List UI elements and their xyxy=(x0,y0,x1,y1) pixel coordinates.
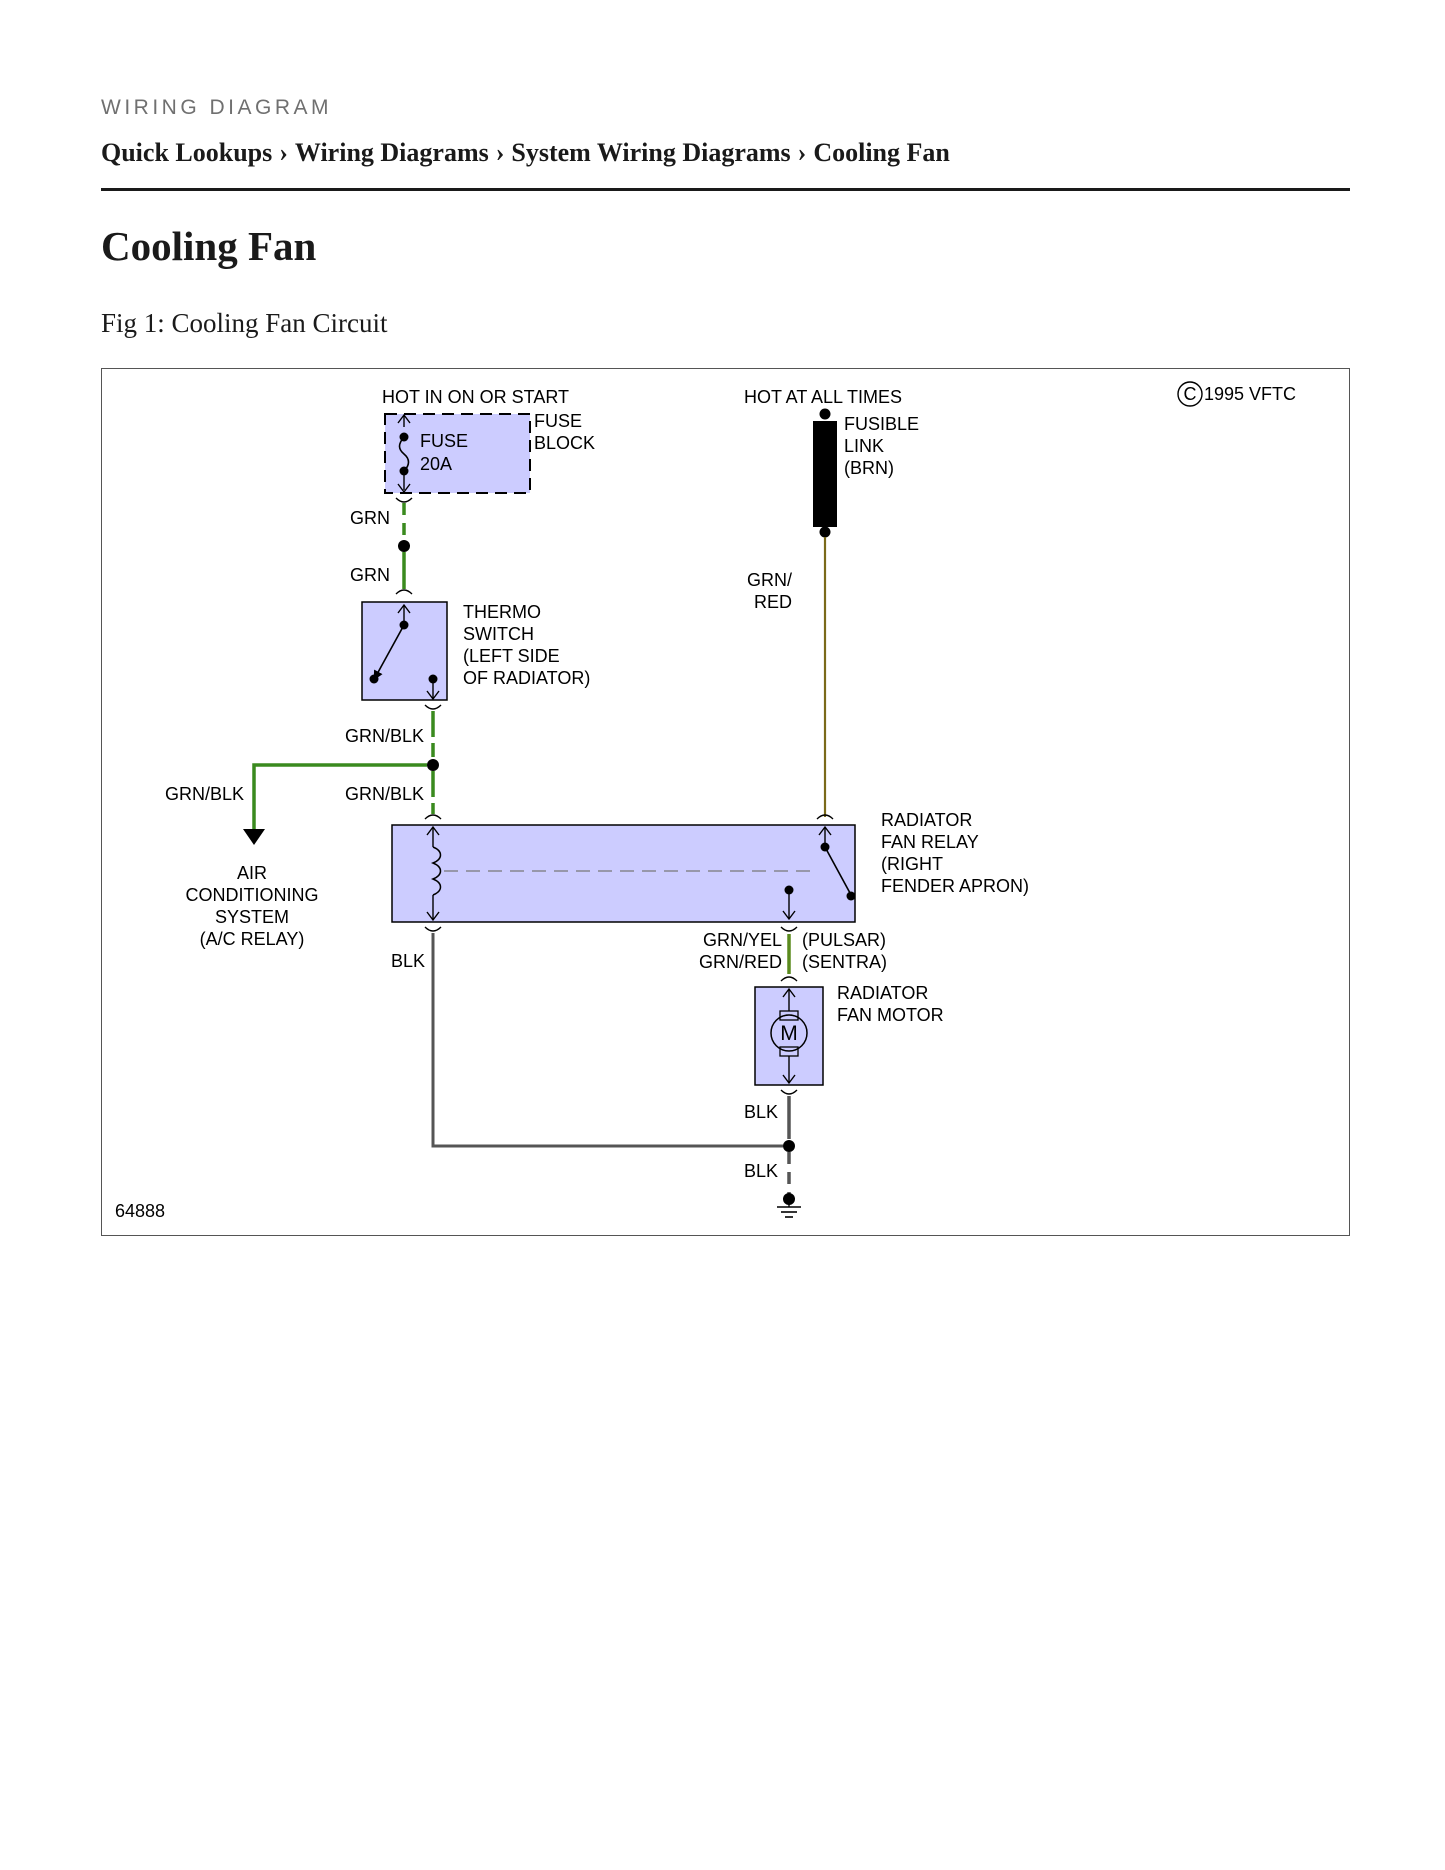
figure-number: 64888 xyxy=(115,1201,165,1221)
wire-grn-blk-ac xyxy=(252,763,427,829)
ac-label-2: CONDITIONING xyxy=(186,885,319,905)
copyright-symbol: C xyxy=(1184,384,1197,404)
motor-label-1: RADIATOR xyxy=(837,983,928,1003)
fuse-block-label-2: BLOCK xyxy=(534,433,595,453)
breadcrumb-current-page: Cooling Fan xyxy=(813,138,950,167)
wire-label-grn-mid: GRN xyxy=(350,565,390,585)
fuse-rating: 20A xyxy=(420,454,452,474)
wire-label-grn-yel: GRN/YEL xyxy=(703,930,782,950)
header-divider xyxy=(101,188,1350,191)
thermo-switch-contact-icon xyxy=(373,624,405,681)
relay-label-4: FENDER APRON) xyxy=(881,876,1029,896)
thermo-switch xyxy=(361,601,448,701)
breadcrumb-separator: › xyxy=(279,138,288,167)
fuse-label: FUSE xyxy=(420,431,468,451)
thermo-switch-label-2: SWITCH xyxy=(463,624,534,644)
wire-label-grn-blk-ac: GRN/BLK xyxy=(165,784,244,804)
breadcrumb-wiring-diagrams[interactable]: Wiring Diagrams xyxy=(294,138,489,167)
relay-label-1: RADIATOR xyxy=(881,810,972,830)
ign-power-label: HOT IN ON OR START xyxy=(382,387,569,407)
fusible-link-icon xyxy=(813,421,837,527)
breadcrumb-system-wiring-diagrams[interactable]: System Wiring Diagrams xyxy=(511,138,791,167)
relay-label-2: FAN RELAY xyxy=(881,832,979,852)
radiator-fan-motor: M xyxy=(754,986,824,1086)
section-eyebrow: WIRING DIAGRAM xyxy=(101,96,332,119)
thermo-switch-label-3: (LEFT SIDE xyxy=(463,646,560,666)
fusible-link-label-3: (BRN) xyxy=(844,458,894,478)
fuse-block-label-1: FUSE xyxy=(534,411,582,431)
splice-blk xyxy=(783,1140,795,1152)
fuse-block xyxy=(384,413,531,503)
ac-arrow-icon xyxy=(243,829,265,845)
ac-label-1: AIR xyxy=(237,863,267,883)
breadcrumb: Quick Lookups›Wiring Diagrams›System Wir… xyxy=(101,138,950,168)
wire-label-blk-left: BLK xyxy=(391,951,425,971)
wire-label-grn-top: GRN xyxy=(350,508,390,528)
wire-label-grn-blk-switch: GRN/BLK xyxy=(345,726,424,746)
splice-grn-blk xyxy=(427,759,439,771)
relay-label-3: (RIGHT xyxy=(881,854,943,874)
relay-contact-icon xyxy=(824,846,851,894)
breadcrumb-separator: › xyxy=(495,138,505,167)
wire-label-grn-red-motor: GRN/RED xyxy=(699,952,782,972)
fusible-link-label-1: FUSIBLE xyxy=(844,414,919,434)
wire-label-grn-blk-relay: GRN/BLK xyxy=(345,784,424,804)
copyright-text: 1995 VFTC xyxy=(1204,384,1296,404)
wire-label-grn-red-2: RED xyxy=(754,592,792,612)
page-title: Cooling Fan xyxy=(101,223,317,269)
ac-label-3: SYSTEM xyxy=(215,907,289,927)
wiring-diagram-svg: C 1995 VFTC HOT IN ON OR START HOT AT AL… xyxy=(115,381,1296,1221)
fuse-block-box xyxy=(384,413,531,494)
motor-icon xyxy=(770,1014,808,1052)
radiator-fan-relay xyxy=(391,824,856,923)
copyright-circle xyxy=(1177,381,1203,407)
wire-blk-left xyxy=(431,933,783,1148)
wire-label-grn-red-1: GRN/ xyxy=(747,570,792,590)
motor-label-2: FAN MOTOR xyxy=(837,1005,944,1025)
wire-label-sentra: (SENTRA) xyxy=(802,952,887,972)
fusible-link-label-2: LINK xyxy=(844,436,884,456)
splice-grn xyxy=(398,540,410,552)
relay-coil-icon xyxy=(430,846,442,896)
fuse-element-icon xyxy=(398,436,410,472)
wire-label-blk-ground: BLK xyxy=(744,1161,778,1181)
wiring-diagram: C 1995 VFTC HOT IN ON OR START HOT AT AL… xyxy=(101,368,1350,1236)
motor-symbol: M xyxy=(780,1022,798,1045)
breadcrumb-quick-lookups[interactable]: Quick Lookups xyxy=(101,138,273,167)
batt-terminal xyxy=(819,408,831,420)
thermo-switch-label-4: OF RADIATOR) xyxy=(463,668,590,688)
breadcrumb-separator: › xyxy=(797,138,807,167)
ground-icon xyxy=(777,1199,801,1218)
thermo-switch-label-1: THERMO xyxy=(463,602,541,622)
ac-label-4: (A/C RELAY) xyxy=(200,929,305,949)
figure-caption: Fig 1: Cooling Fan Circuit xyxy=(101,308,388,338)
wire-label-pulsar: (PULSAR) xyxy=(802,930,886,950)
wire-label-blk-motor: BLK xyxy=(744,1102,778,1122)
relay-box xyxy=(391,824,856,923)
batt-power-label: HOT AT ALL TIMES xyxy=(744,387,902,407)
